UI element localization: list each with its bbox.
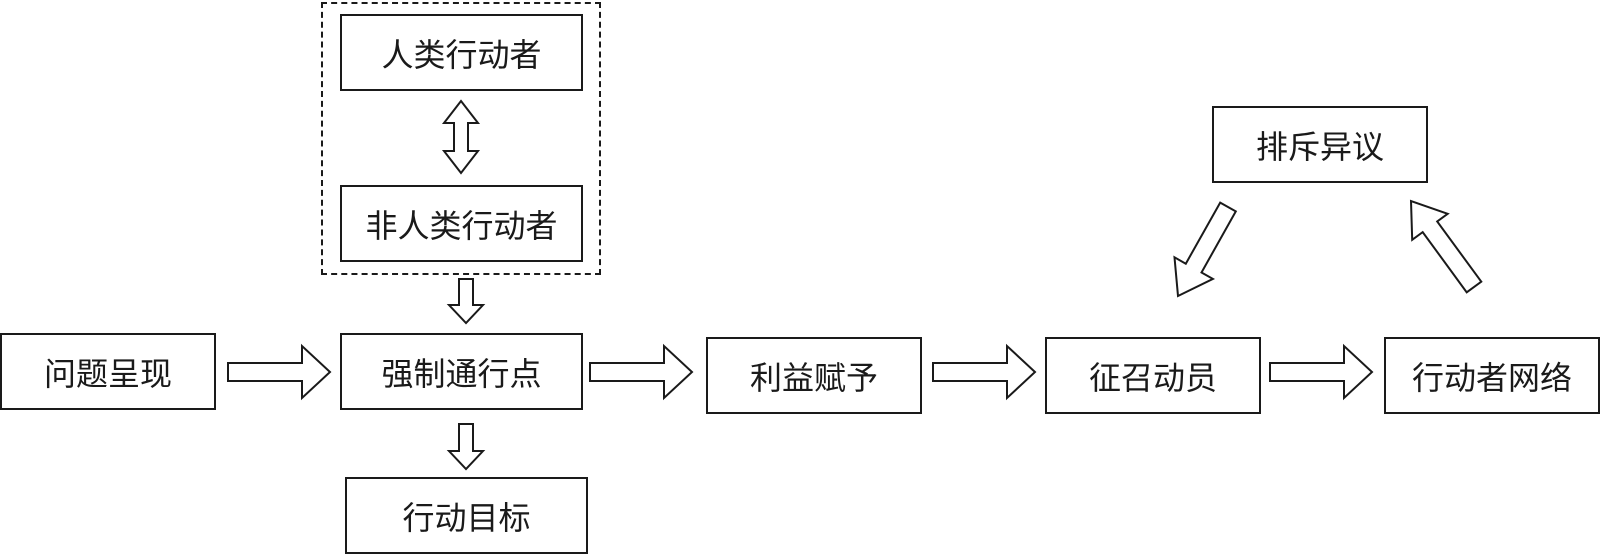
arrow-dissent-to-enrolment bbox=[1173, 201, 1238, 298]
arrow-problem-to-opp bbox=[227, 343, 332, 401]
node-problematization: 问题呈现 bbox=[0, 333, 216, 410]
node-nonhuman-actor: 非人类行动者 bbox=[340, 185, 583, 262]
arrow-group-to-opp bbox=[446, 278, 486, 325]
arrow-interessement-to-enrolment bbox=[932, 343, 1037, 401]
node-actor-network: 行动者网络 bbox=[1384, 337, 1600, 414]
node-enrolment: 征召动员 bbox=[1045, 337, 1261, 414]
node-human-actor: 人类行动者 bbox=[340, 14, 583, 91]
node-action-goal: 行动目标 bbox=[345, 477, 588, 554]
actor-group-dashed-frame bbox=[321, 2, 601, 275]
arrow-enrolment-to-network bbox=[1269, 343, 1374, 401]
node-obligatory-passage-point: 强制通行点 bbox=[340, 333, 583, 410]
arrow-network-to-dissent bbox=[1409, 199, 1483, 294]
double-arrow-human-nonhuman bbox=[441, 99, 481, 175]
arrow-opp-to-goal bbox=[446, 423, 486, 471]
node-dissent: 排斥异议 bbox=[1212, 106, 1428, 183]
node-interessement: 利益赋予 bbox=[706, 337, 922, 414]
arrow-opp-to-interessement bbox=[589, 343, 694, 401]
